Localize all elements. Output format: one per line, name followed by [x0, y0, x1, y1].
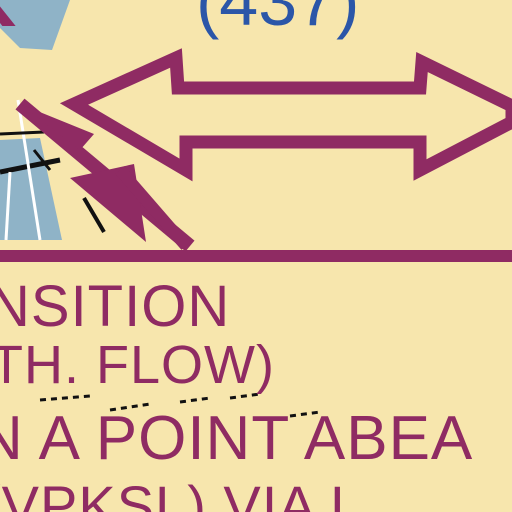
double-headed-arrow-icon — [59, 48, 512, 182]
water-area — [0, 0, 70, 50]
frequency-label: (437) — [196, 0, 360, 40]
transition-line-1: NSITION — [0, 274, 231, 339]
double-arrow-inner — [109, 78, 495, 152]
partial-top-text: K — [0, 0, 16, 38]
diagonal-arrow-icon — [15, 98, 195, 252]
dashed-marks — [39, 392, 321, 418]
transition-line-4: (VPKSL) VIA L — [0, 474, 363, 512]
tower-icon — [0, 99, 62, 241]
transition-line-3: N A POINT ABEA — [0, 404, 474, 473]
transition-line-2: TH. FLOW) — [0, 335, 275, 395]
